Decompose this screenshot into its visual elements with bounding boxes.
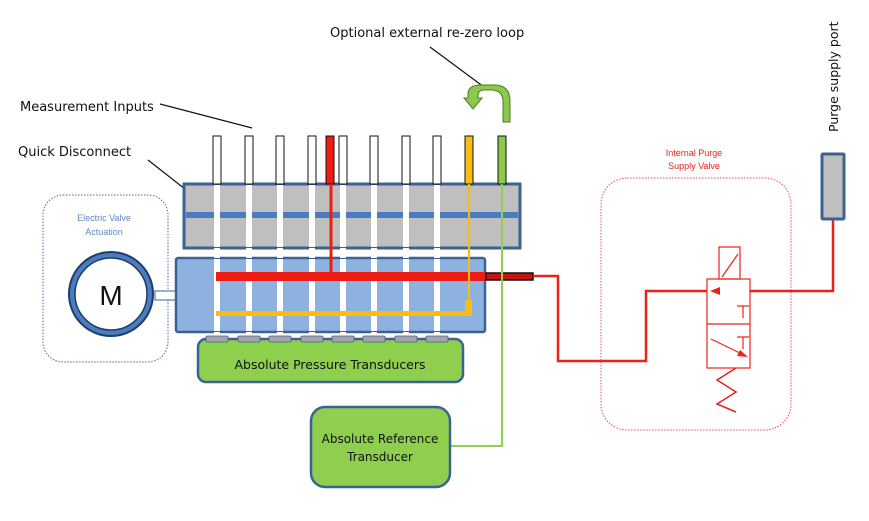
quick-disconnect-stripe [186,212,518,218]
channel-upper [434,185,440,247]
channel-lower [371,259,377,331]
purge-valve-label-line2: Supply Valve [668,161,720,171]
art-label-line2: Transducer [346,450,413,464]
rezero-loop-arrow-icon [462,84,511,123]
channel-gap [277,332,283,338]
transducer-pad [268,335,292,343]
channel-lower [434,259,440,331]
channel-upper [340,185,346,247]
transducer-pad [205,335,229,343]
channel-gap [340,332,346,338]
purge-valve-label-line1: Internal Purge [666,148,723,158]
measurement-leader-line [159,103,253,129]
measurement-input-tube [401,135,411,185]
transducer-pad [362,335,386,343]
measurement-inputs [212,135,507,185]
channel-gap [309,248,315,258]
rezero-input-green-tube [497,135,507,185]
measurement-input-tube [307,135,317,185]
channel-gap [214,332,220,338]
channel-gap [214,248,220,258]
channel-upper [371,185,377,247]
channel-gap [403,332,409,338]
motor-icon: M [99,280,122,311]
apt-label: Absolute Pressure Transducers [234,357,425,372]
transducer-pad [394,335,418,343]
channel-upper [309,185,315,247]
measurement-input-tube [369,135,379,185]
electric-valve-actuation-box [42,194,169,363]
motor-shaft [154,290,178,301]
rezero-leader-line [429,46,489,91]
measurement-input-tube [338,135,348,185]
measurement-inputs-label: Measurement Inputs [20,100,154,115]
channel-upper [277,185,283,247]
channel-gap [434,248,440,258]
transducer-pad [237,335,261,343]
rezero-green-line [450,184,503,447]
purge-header-line [216,272,486,281]
measurement-input-tube [244,135,254,185]
purge-pipe-to-valve [533,274,707,363]
purge-valve-box [600,177,792,431]
measurement-input-tube [432,135,442,185]
transducer-pad [425,335,449,343]
purge-supply-port-label: Purge supply port [826,21,841,132]
channel-gap [340,248,346,258]
channel-lower [214,259,220,331]
channel-gap [371,332,377,338]
motor-inner [74,257,148,331]
measurement-input-tube [212,135,222,185]
channel-gap [371,248,377,258]
measurement-input-tube [275,135,285,185]
channel-gap [309,332,315,338]
channel-lower [309,259,315,331]
purge-outlet-stub [485,272,534,281]
channel-gap [277,248,283,258]
rezero-yellow-header [216,300,472,316]
transducer-pad [300,335,324,343]
channel-upper [403,185,409,247]
channel-lower [340,259,346,331]
purge-supply-port [820,152,846,221]
art-label-line1: Absolute Reference [322,432,439,446]
purge-pipe-from-port [750,220,835,293]
channel-gap [403,248,409,258]
quick-disconnect-label: Quick Disconnect [18,145,131,160]
electric-valve-label-line2: Actuation [85,227,123,237]
rezero-loop-label: Optional external re-zero loop [330,26,524,41]
channel-gap [246,332,252,338]
channel-lower [403,259,409,331]
electric-valve-label-line1: Electric Valve [77,213,131,223]
rezero-input-yellow-tube [464,135,474,185]
absolute-pressure-transducers-box [196,337,465,384]
channel-gap [246,248,252,258]
transducer-pad [331,335,355,343]
channel-lower [246,259,252,331]
purge-input-tube [325,135,335,185]
channel-lower [277,259,283,331]
channel-upper [214,185,220,247]
transducer-pads [205,335,449,343]
measurement-channels [214,185,440,338]
absolute-reference-transducer-box [309,405,452,489]
channel-upper [246,185,252,247]
solenoid-valve-icon [706,246,751,413]
channel-gap [434,332,440,338]
